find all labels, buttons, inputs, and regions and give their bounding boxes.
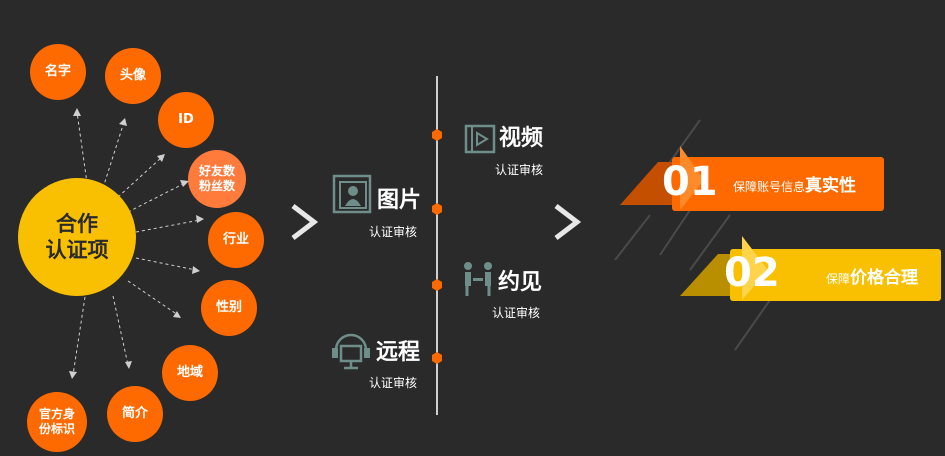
arrow-official bbox=[72, 296, 86, 376]
guarantee-prefix-02: 保障 bbox=[826, 272, 851, 286]
arrow-id bbox=[117, 156, 163, 198]
radial-arrows bbox=[72, 111, 201, 376]
verify-sub-remote: 认证审核 bbox=[369, 376, 418, 390]
verify-sub-picture: 认证审核 bbox=[369, 225, 418, 239]
arrow-heads bbox=[69, 108, 204, 379]
arrow-gender bbox=[135, 257, 197, 271]
arrow-region bbox=[127, 280, 179, 316]
arrow-name bbox=[76, 111, 89, 191]
guarantee-number-01: 01 bbox=[662, 159, 718, 205]
guarantee-text-01: 保障账号信息真实性 bbox=[733, 176, 856, 197]
ribbon-01 bbox=[620, 146, 884, 211]
item-bubble-name: 名字 bbox=[30, 44, 86, 100]
arrow-intro bbox=[112, 295, 129, 366]
remote-icon bbox=[332, 333, 370, 370]
ribbon-02 bbox=[680, 236, 941, 301]
item-bubble-id: ID bbox=[158, 92, 214, 148]
decor-streaks bbox=[614, 119, 771, 351]
guarantee-emphasis-01: 真实性 bbox=[805, 176, 857, 196]
item-bubble-region: 地域 bbox=[162, 345, 218, 401]
chevron-right-icon-2 bbox=[554, 204, 582, 240]
arrow-friends bbox=[127, 182, 186, 213]
verify-title-video: 视频 bbox=[499, 126, 544, 151]
guarantee-text-02: 保障价格合理 bbox=[826, 268, 918, 289]
verify-title-remote: 远程 bbox=[376, 340, 421, 365]
arrow-avatar bbox=[102, 121, 125, 189]
video-icon bbox=[464, 124, 496, 154]
verify-title-picture: 图片 bbox=[377, 188, 422, 213]
verify-title-meeting: 约见 bbox=[498, 270, 543, 295]
guarantee-number-02: 02 bbox=[724, 250, 780, 296]
item-bubble-official: 官方身 份标识 bbox=[27, 392, 87, 452]
guarantee-emphasis-02: 价格合理 bbox=[850, 268, 919, 288]
item-bubble-intro: 简介 bbox=[107, 386, 163, 442]
arrow-industry bbox=[135, 219, 201, 233]
picture-icon bbox=[332, 174, 372, 214]
item-bubble-friends: 好友数 粉丝数 bbox=[188, 150, 246, 208]
center-bubble: 合作 认证项 bbox=[18, 178, 136, 296]
item-bubble-avatar: 头像 bbox=[105, 48, 161, 104]
item-bubble-industry: 行业 bbox=[208, 212, 264, 268]
item-bubble-gender: 性别 bbox=[201, 280, 257, 336]
verify-sub-video: 认证审核 bbox=[495, 163, 544, 177]
chevron-right-icon bbox=[291, 204, 319, 240]
verify-sub-meeting: 认证审核 bbox=[492, 306, 541, 320]
timeline-markers bbox=[432, 129, 442, 364]
guarantee-prefix-01: 保障账号信息 bbox=[733, 180, 806, 194]
meeting-icon bbox=[464, 262, 492, 296]
